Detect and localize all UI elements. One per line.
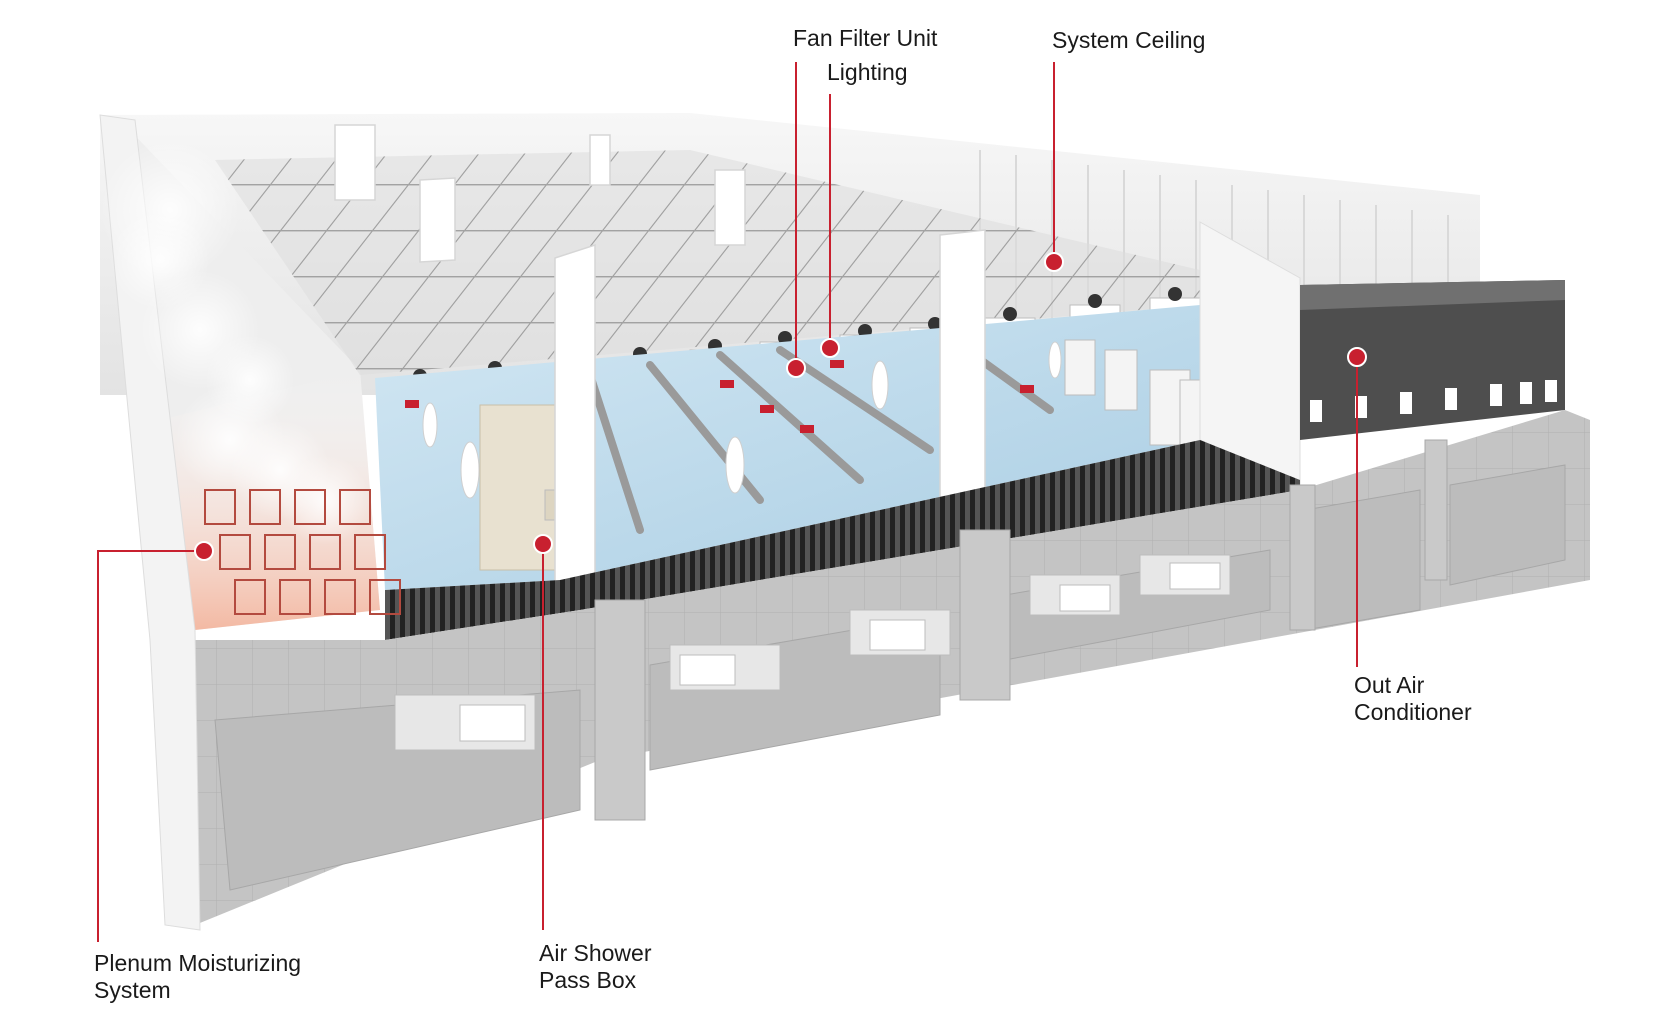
dot-out-air [1347, 347, 1367, 367]
label-lighting: Lighting [827, 59, 908, 86]
humidifier-frame [219, 534, 251, 570]
label-system-ceiling-line-1: System Ceiling [1052, 27, 1206, 53]
ahu-panel [1490, 384, 1502, 406]
concrete-pillars [594, 439, 1448, 821]
workers [422, 341, 1062, 499]
callout-line-plenum [97, 550, 204, 942]
humidifier-frame [264, 534, 296, 570]
ahu-panel [1545, 380, 1557, 402]
label-fan-filter-unit-line-1: Fan Filter Unit [793, 25, 938, 51]
air-ducts [394, 554, 1231, 751]
label-plenum-line-2: System [94, 977, 171, 1003]
label-fan-filter-unit: Fan Filter Unit [793, 25, 937, 52]
raised-floor-grating [385, 440, 1300, 640]
callout-lines [97, 62, 1358, 942]
dot-lighting [820, 338, 840, 358]
humidifier-frame [354, 534, 386, 570]
fan-icon [1003, 307, 1017, 321]
humidifier-frame [249, 489, 281, 525]
ahu-panel [1400, 392, 1412, 414]
label-out-air-conditioner: Out Air Conditioner [1354, 672, 1472, 726]
fan-icon [928, 317, 942, 331]
dot-plenum [194, 541, 214, 561]
humidifier-frame [309, 534, 341, 570]
steam-cloud [110, 210, 210, 310]
humidifier-frames [204, 489, 401, 615]
label-plenum-moisturizing: Plenum Moisturizing System [94, 950, 301, 1004]
left-outer-wall [99, 114, 201, 931]
label-air-shower-pass-box: Air Shower Pass Box [539, 940, 651, 994]
label-out-air-line-1: Out Air [1354, 672, 1425, 698]
label-air-shower-line-1: Air Shower [539, 940, 652, 966]
ahu-panel [1445, 388, 1457, 410]
steam-cloud [205, 335, 295, 425]
dot-fan-filter-unit [786, 358, 806, 378]
label-lighting-line-1: Lighting [827, 59, 908, 85]
label-air-shower-line-2: Pass Box [539, 967, 637, 993]
fan-icon [1088, 294, 1102, 308]
humidifier-frame [339, 489, 371, 525]
humidifier-frame [369, 579, 401, 615]
label-plenum-line-1: Plenum Moisturizing [94, 950, 302, 976]
ahu-panel [1310, 400, 1322, 422]
label-system-ceiling: System Ceiling [1052, 27, 1205, 54]
humidifier-frame [294, 489, 326, 525]
humidifier-frame [279, 579, 311, 615]
callout-dots [194, 252, 1367, 561]
building-columns [334, 124, 986, 601]
dot-system-ceiling [1044, 252, 1064, 272]
humidifier-frame [324, 579, 356, 615]
fan-icon [1168, 287, 1182, 301]
red-trays [405, 360, 1034, 433]
humidifier-frame [204, 489, 236, 525]
dot-air-shower [533, 534, 553, 554]
humidifier-frame [234, 579, 266, 615]
label-out-air-line-2: Conditioner [1354, 699, 1472, 725]
ahu-panel [1520, 382, 1532, 404]
